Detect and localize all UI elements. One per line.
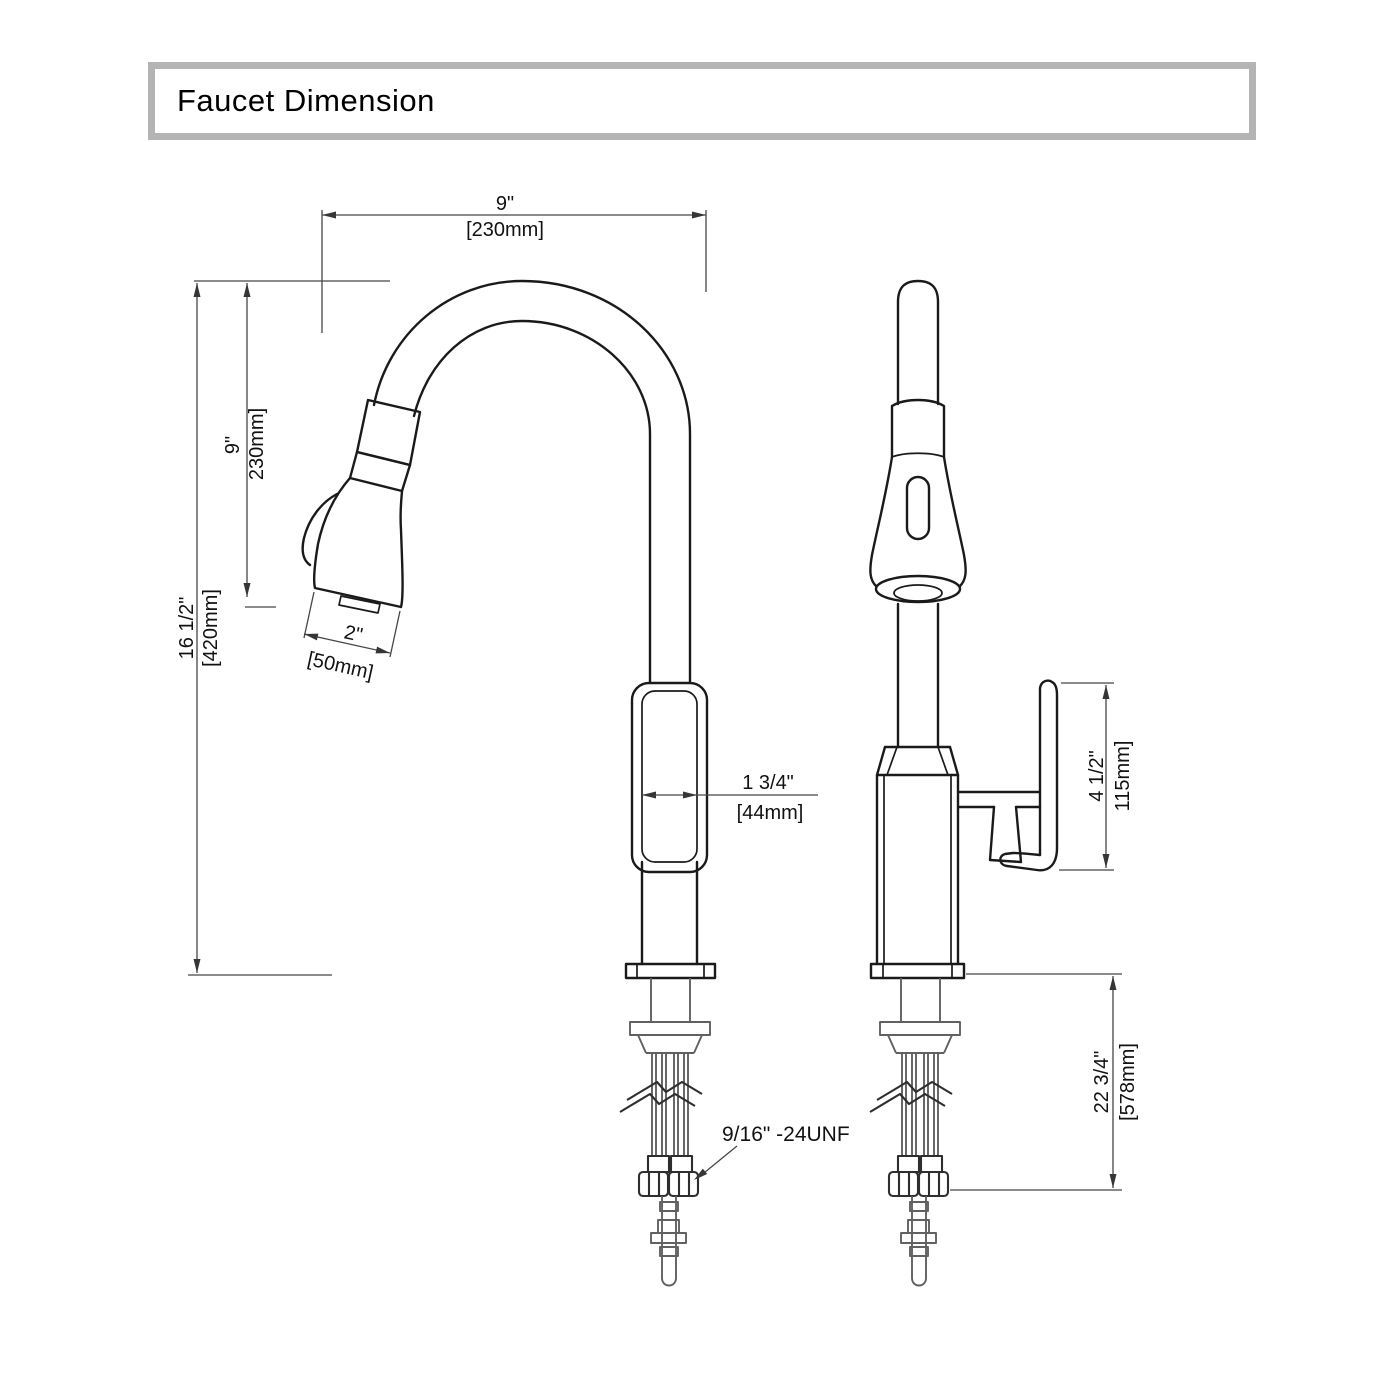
- dim-head-width-imperial: 2": [342, 621, 365, 646]
- dim-body-width: 1 3/4" [44mm]: [642, 772, 818, 824]
- supply-assembly-front: [869, 978, 961, 1287]
- mounting-washer: [629, 1021, 711, 1036]
- dim-below-counter-metric: [578mm]: [1117, 1043, 1139, 1121]
- dim-below-counter: 22 3/4" [578mm]: [950, 973, 1139, 1191]
- supply-hoses: [651, 1053, 689, 1156]
- dim-spout-reach-metric: [230mm]: [466, 219, 544, 241]
- dim-handle-height: 4 1/2" 115mm]: [1059, 682, 1134, 871]
- spray-head: [301, 398, 422, 614]
- break-symbol: [876, 1080, 953, 1101]
- gooseneck-spout: [372, 279, 692, 685]
- dim-spout-height: 9" 230mm]: [222, 283, 276, 608]
- dim-spout-reach-imperial: 9": [496, 193, 514, 215]
- deck-flange: [624, 962, 717, 980]
- dim-body-width-metric: [44mm]: [737, 802, 804, 824]
- faucet-front-view: [869, 279, 1059, 1287]
- title-box: Faucet Dimension: [148, 62, 1256, 140]
- dim-body-width-imperial: 1 3/4": [742, 772, 794, 794]
- dim-head-width-metric: [50mm]: [305, 648, 375, 684]
- deck-flange-front: [869, 962, 966, 980]
- hex-nuts: [887, 1170, 950, 1198]
- threaded-rod: [650, 1196, 687, 1287]
- handle-cartridge: [988, 805, 1023, 864]
- dim-handle-height-imperial: 4 1/2": [1086, 750, 1108, 802]
- dim-overall-height-imperial: 16 1/2": [176, 597, 198, 660]
- spray-head-lip: [338, 595, 381, 614]
- dim-head-width: 2" [50mm]: [303, 591, 401, 684]
- sprayer-slot: [905, 475, 931, 541]
- dim-spout-reach: 9" [230mm]: [321, 193, 707, 333]
- thread-callout: 9/16" -24UNF: [694, 1123, 850, 1180]
- dim-below-counter-imperial: 22 3/4": [1091, 1051, 1113, 1114]
- threaded-rod: [900, 1196, 937, 1287]
- hex-nuts: [637, 1170, 700, 1198]
- handle: [956, 679, 1059, 872]
- dim-spout-height-imperial: 9": [222, 436, 244, 454]
- thread-spec-label: 9/16" -24UNF: [722, 1123, 850, 1146]
- spray-head-button: [301, 492, 339, 567]
- spray-head-front: [869, 455, 967, 604]
- handle-blade: [1038, 679, 1059, 857]
- spout-column: [890, 279, 946, 459]
- dim-handle-height-metric: 115mm]: [1112, 741, 1134, 812]
- faucet-side-view: [301, 279, 717, 1287]
- dim-spout-height-metric: 230mm]: [246, 408, 268, 480]
- dim-overall-height: 16 1/2" [420mm]: [176, 283, 332, 976]
- break-symbol: [626, 1080, 703, 1101]
- supply-assembly: [619, 978, 711, 1287]
- break-symbol: [619, 1092, 696, 1113]
- body-front: [875, 602, 960, 966]
- dim-overall-height-metric: [420mm]: [200, 589, 222, 667]
- nozzle-opening: [893, 584, 943, 602]
- mounting-shank: [650, 978, 691, 1022]
- break-symbol: [869, 1092, 946, 1113]
- nozzle-rim: [874, 574, 962, 604]
- page-title: Faucet Dimension: [177, 83, 435, 118]
- faucet-body: [630, 681, 709, 966]
